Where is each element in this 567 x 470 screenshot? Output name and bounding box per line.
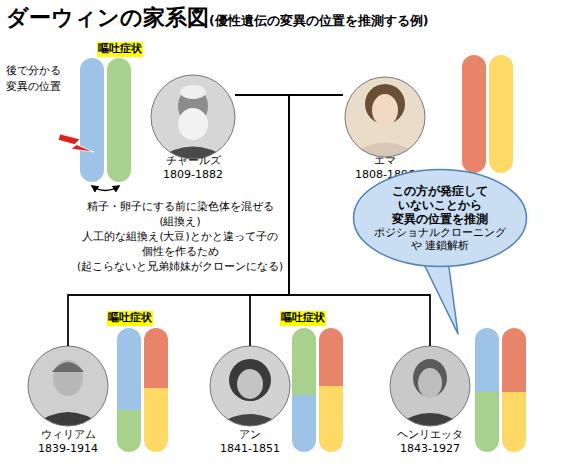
note-text: 後で分かる — [6, 63, 61, 77]
life-years: 1843-1927 — [400, 442, 460, 456]
life-years: 1841-1851 — [220, 442, 280, 456]
mutation-bolt — [58, 134, 94, 152]
family-line — [235, 95, 289, 346]
portrait-photo — [28, 346, 108, 430]
diagram-title: ダーウィンの家系図 — [6, 3, 209, 33]
note-text: (組換え) — [159, 214, 200, 228]
life-years: 1809-1882 — [163, 168, 223, 182]
chromosome-pair — [117, 328, 168, 452]
person-node: チャールズ1809-1882 — [151, 74, 235, 182]
note-text: 人工的な組換え(大豆)とかと違って子の — [82, 229, 277, 243]
chromosome-pair — [80, 58, 131, 182]
callout-heading: この方が発症して いないことから 変異の位置を推測 — [392, 184, 489, 226]
person-node: エマ1808-1896 — [343, 74, 427, 182]
symptom-tag: 嘔吐症状 — [97, 42, 143, 57]
portrait-photo — [210, 346, 290, 430]
recombination-arrow — [92, 186, 119, 191]
callout-note: ポジショナルクローニングや 連鎖解析 — [370, 226, 511, 252]
note-text: 精子・卵子にする前に染色体を混ぜる — [87, 199, 274, 213]
person-name: ヘンリエッタ — [397, 428, 463, 442]
person-name: アン — [239, 428, 261, 442]
person-node: ウィリアム1839-1914 — [26, 346, 110, 456]
family-line — [250, 95, 343, 346]
person-node: アン1841-1851 — [208, 346, 292, 456]
subtitle: (優性遺伝の変異の位置を推測する例) — [209, 13, 428, 30]
portrait-photo — [390, 346, 470, 430]
person-name: ウィリアム — [41, 428, 96, 442]
chromosome-pair — [292, 328, 343, 452]
chromosome-pair — [462, 55, 513, 173]
note-text: (起こらないと兄弟姉妹がクローンになる) — [77, 259, 283, 273]
portrait-photo — [345, 77, 425, 160]
person-node: ヘンリエッタ1843-1927 — [388, 346, 472, 456]
family-line — [68, 95, 289, 346]
person-name: エマ — [374, 154, 396, 168]
title-row: ダーウィンの家系図(優性遺伝の変異の位置を推測する例) — [6, 3, 428, 33]
chromosome-pair — [475, 328, 526, 452]
portrait-photo — [150, 75, 236, 165]
bubble-ellipse — [354, 170, 527, 267]
life-years: 1839-1914 — [38, 442, 98, 456]
symptom-tag: 嘔吐症状 — [107, 311, 153, 326]
callout-bubble: この方が発症して いないことから 変異の位置を推測ポジショナルクローニングや 連… — [352, 168, 528, 268]
note-text: 変異の位置 — [6, 79, 61, 93]
symptom-tag: 嘔吐症状 — [280, 311, 326, 326]
note-text: 個性を作るため — [142, 244, 219, 258]
family-line — [68, 95, 343, 346]
person-name: チャールズ — [166, 154, 221, 168]
